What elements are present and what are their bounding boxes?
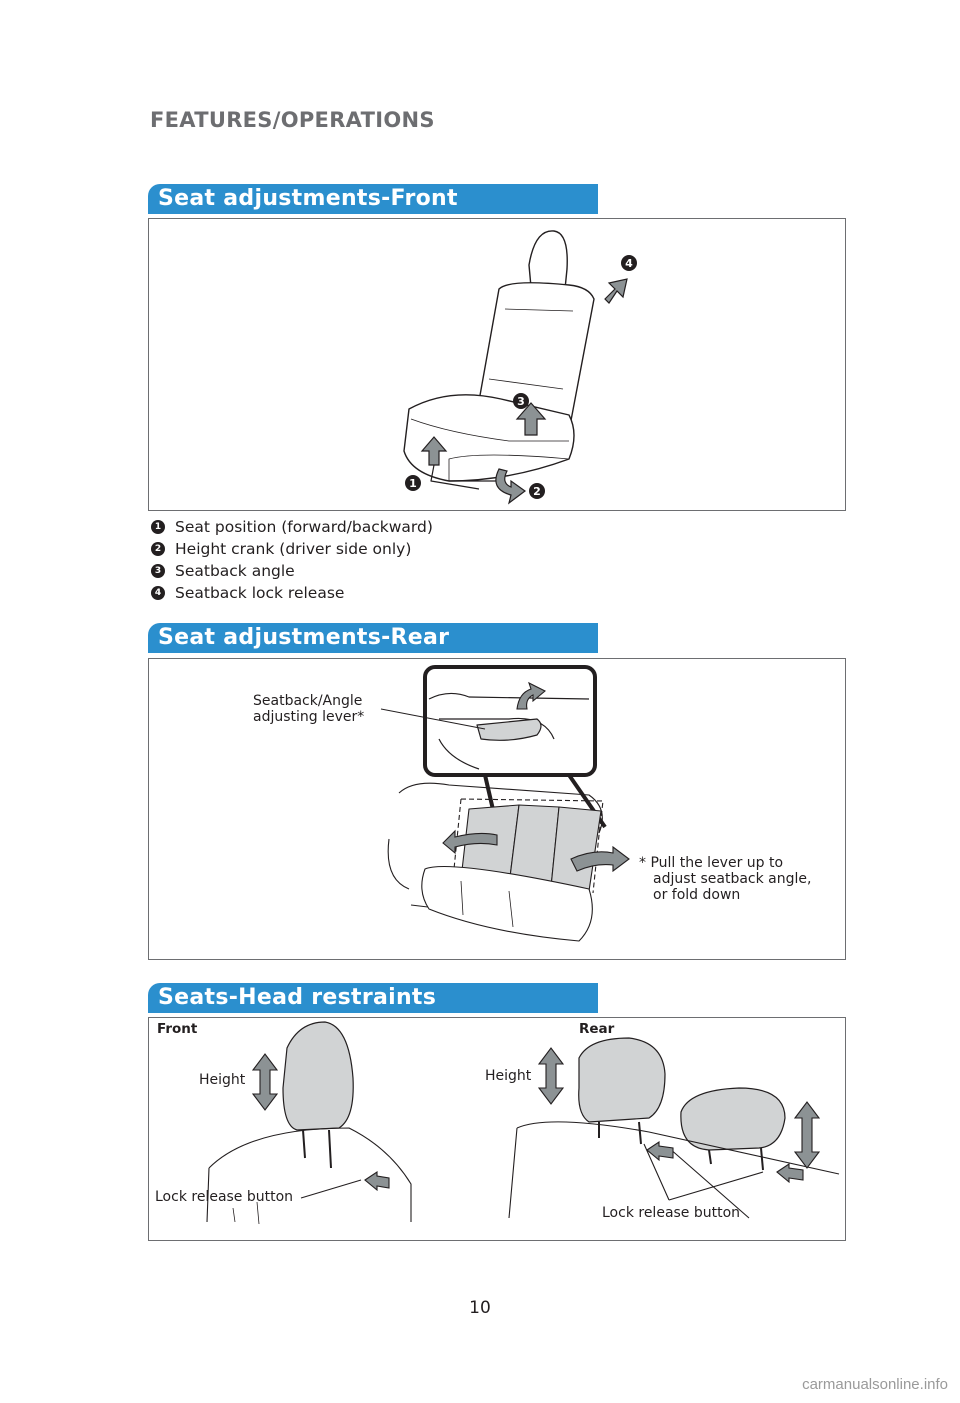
rear-seatback-right: [550, 806, 602, 892]
arrow-lock-release: [604, 278, 628, 304]
front-callout-2: 2: [529, 483, 545, 499]
front-height-label: Height: [199, 1072, 246, 1088]
front-callout-4: 4: [621, 255, 637, 271]
head-restraints-section-title: Seats-Head restraints: [148, 983, 598, 1013]
front-legend: 1 Seat position (forward/backward) 2 Heigh…: [151, 516, 433, 604]
front-callout-3-label: 3: [517, 395, 525, 408]
arrow-fold-right: [570, 845, 630, 873]
front-seat-section-title: Seat adjustments-Front: [148, 184, 598, 214]
section-header: FEATURES/OPERATIONS: [150, 108, 435, 132]
legend-number: 2: [151, 542, 165, 556]
front-head-restraint-label: Front: [157, 1021, 198, 1037]
watermark: carmanualsonline.info: [802, 1376, 948, 1393]
page-number: 10: [469, 1298, 491, 1318]
rear-height-arrow: [537, 1047, 565, 1105]
lever-zoom-frame: [423, 665, 597, 777]
front-callout-2-label: 2: [533, 485, 541, 498]
front-callout-4-label: 4: [625, 257, 633, 270]
legend-item: 3 Seatback angle: [151, 560, 433, 582]
front-lock-leader: [300, 1179, 362, 1199]
legend-item: 2 Height crank (driver side only): [151, 538, 433, 560]
arrow-seat-position: [420, 436, 448, 466]
front-seat-illustration-panel: 1 2 3 4: [148, 218, 846, 511]
lever-leader-line: [380, 708, 486, 730]
front-headrest-shape: [282, 1021, 354, 1131]
legend-text: Height crank (driver side only): [175, 540, 412, 558]
lever-note-line: or fold down: [653, 887, 741, 903]
front-seat-top: [206, 1127, 412, 1223]
rear-head-restraint-label: Rear: [579, 1021, 615, 1037]
rear-lock-release-label: Lock release button: [602, 1205, 741, 1221]
lever-note: * Pull the lever up to adjust seatback a…: [639, 855, 811, 903]
lever-label: Seatback/Angle adjusting lever*: [253, 693, 364, 725]
rear-lock-push-arrow: [646, 1140, 674, 1162]
front-callout-1-label: 1: [409, 477, 417, 490]
rear-headrest-right: [680, 1087, 786, 1151]
rear-lock-push-arrow-2: [776, 1162, 804, 1184]
lever-label-line: adjusting lever*: [253, 709, 365, 725]
rear-lock-leaders: [643, 1143, 764, 1201]
arrow-lever-up: [516, 681, 546, 710]
legend-number: 1: [151, 520, 165, 534]
arrow-fold-left: [442, 829, 498, 855]
rear-height-label: Height: [485, 1068, 532, 1084]
head-restraints-drawing: [206, 1021, 840, 1225]
rear-headrest-shape: [578, 1037, 666, 1123]
rear-seat-illustration-panel: Seatback/Angle adjusting lever* * Pull t…: [148, 658, 846, 960]
lever-note-line: * Pull the lever up to: [639, 855, 784, 871]
rear-seat-drawing: [380, 665, 630, 942]
lever-note-line: adjust seatback angle,: [653, 871, 812, 887]
front-seat-drawing: 1 2 3 4: [403, 230, 637, 505]
rear-seat-top: [508, 1121, 840, 1219]
legend-number: 3: [151, 564, 165, 578]
lever-label-line: Seatback/Angle: [253, 693, 363, 709]
lever-closeup: [476, 718, 542, 741]
front-callout-1: 1: [405, 475, 421, 491]
front-lock-release-label: Lock release button: [155, 1189, 294, 1205]
arrow-seatback-angle: [515, 402, 547, 436]
legend-text: Seat position (forward/backward): [175, 518, 433, 536]
legend-number: 4: [151, 586, 165, 600]
arrow-height-crank: [495, 468, 527, 505]
head-restraints-illustration-panel: Front Rear Height Height Lock release bu…: [148, 1017, 846, 1241]
front-callout-3: 3: [513, 393, 529, 409]
rear-seat-cushion: [421, 865, 593, 942]
legend-text: Seatback lock release: [175, 584, 345, 602]
rear-seat-section-title: Seat adjustments-Rear: [148, 623, 598, 653]
legend-text: Seatback angle: [175, 562, 295, 580]
front-headrest: [528, 230, 568, 291]
rear-right-height-arrow: [793, 1101, 821, 1169]
legend-item: 1 Seat position (forward/backward): [151, 516, 433, 538]
front-lock-push-arrow: [364, 1170, 390, 1192]
legend-item: 4 Seatback lock release: [151, 582, 433, 604]
front-height-arrow: [251, 1053, 279, 1111]
